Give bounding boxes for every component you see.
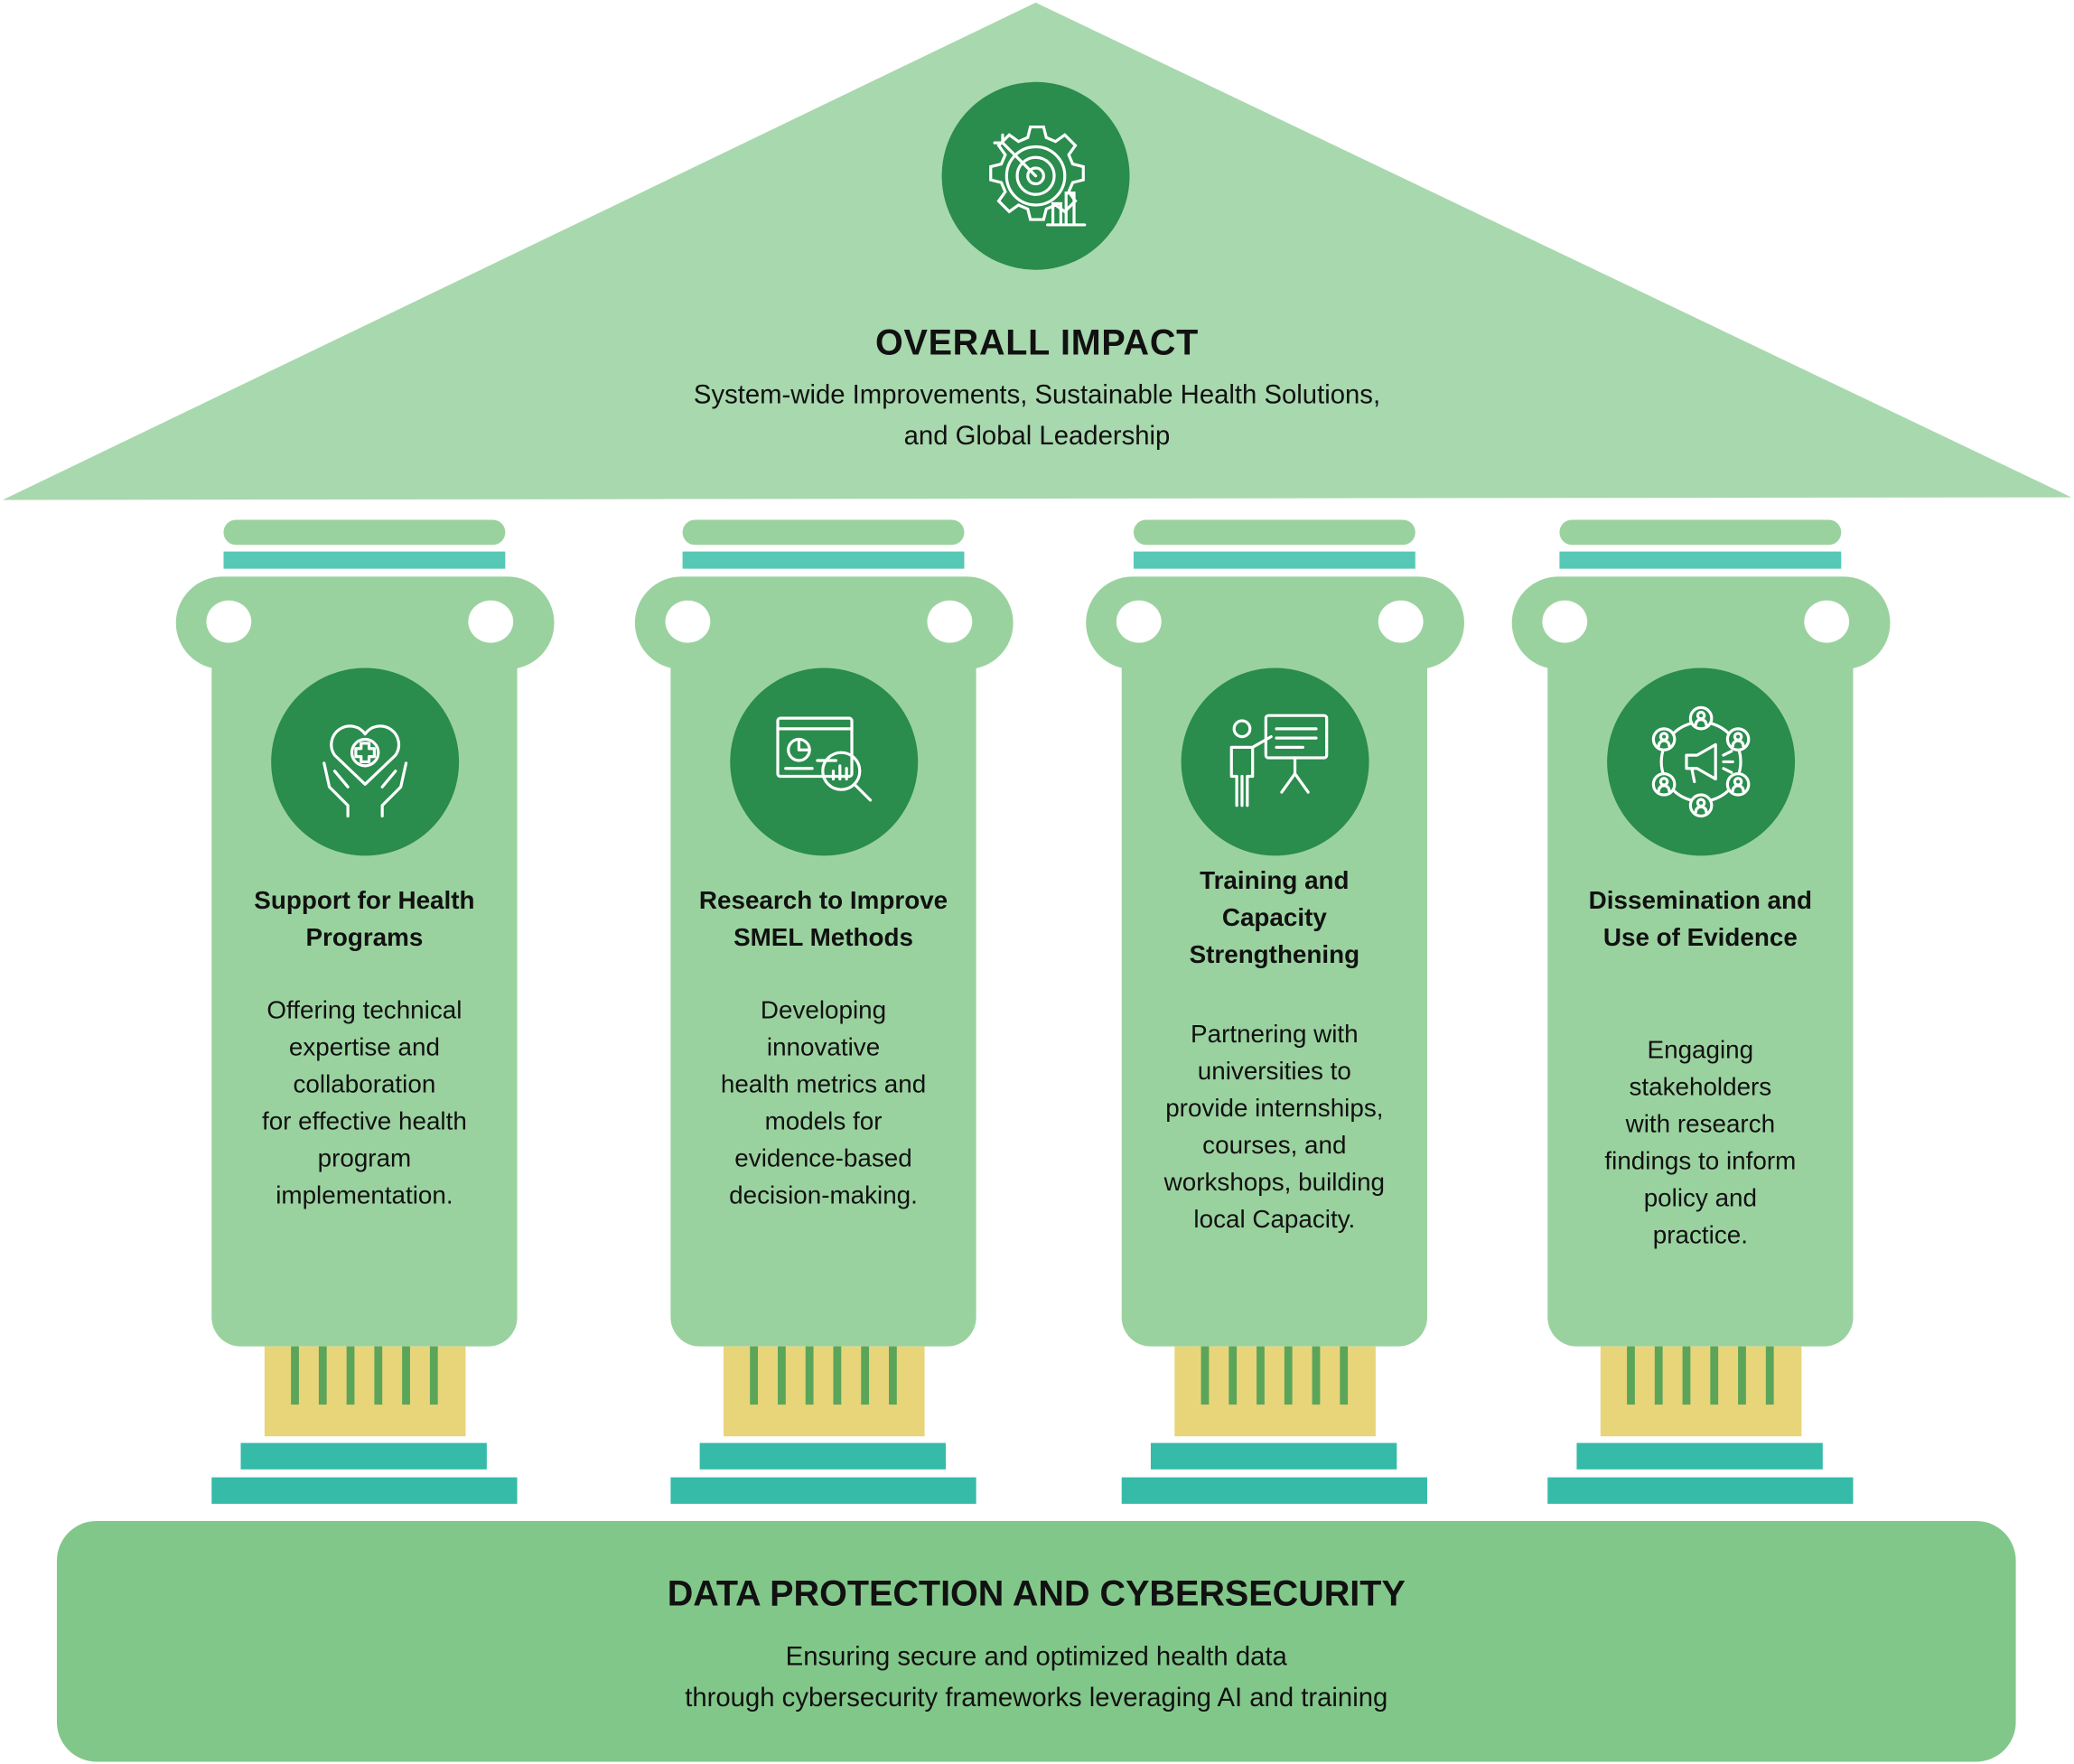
column-flute bbox=[1738, 1346, 1746, 1405]
pillar-cap bbox=[223, 519, 506, 546]
impact-subtitle-line: System-wide Improvements, Sustainable He… bbox=[693, 380, 1381, 410]
pillar-title-line: Programs bbox=[305, 924, 424, 953]
volute-left bbox=[1116, 600, 1162, 643]
impact-subtitle: System-wide Improvements, Sustainable He… bbox=[0, 376, 2074, 458]
pillar-title-line: Strengthening bbox=[1189, 941, 1360, 970]
column-flute bbox=[1229, 1346, 1238, 1405]
column-flute bbox=[374, 1346, 383, 1405]
pillar-band bbox=[1559, 551, 1842, 569]
foundation-subtitle: Ensuring secure and optimized health dat… bbox=[57, 1638, 2016, 1720]
pillar-description: Partnering with universities to provide … bbox=[1163, 1021, 1386, 1235]
pillar-base bbox=[1600, 1346, 1802, 1437]
hands-heart-cross-icon bbox=[271, 667, 460, 856]
pillar-band bbox=[682, 551, 965, 569]
column-flute bbox=[750, 1346, 759, 1405]
pillar-band bbox=[223, 551, 506, 569]
volute-left bbox=[1542, 600, 1588, 643]
pillar-title-line: Dissemination and bbox=[1588, 887, 1813, 916]
pillar-step bbox=[699, 1442, 946, 1470]
foundation: DATA PROTECTION AND CYBERSECURITY Ensuri… bbox=[56, 1520, 2016, 1762]
column-flute bbox=[1682, 1346, 1691, 1405]
column-flute bbox=[402, 1346, 410, 1405]
foundation-subtitle-line: Ensuring secure and optimized health dat… bbox=[785, 1642, 1287, 1672]
column-flute bbox=[1710, 1346, 1719, 1405]
pillar-cap bbox=[1133, 519, 1415, 546]
column-flute bbox=[1312, 1346, 1321, 1405]
pillar-title-line: Training and bbox=[1200, 867, 1350, 896]
column-flute bbox=[429, 1346, 438, 1405]
pillar-title-line: Capacity bbox=[1221, 904, 1327, 933]
column-flute bbox=[318, 1346, 327, 1405]
pillar-description: Offering technical expertise and collabo… bbox=[261, 997, 467, 1210]
column-flute bbox=[805, 1346, 814, 1405]
volute-right bbox=[927, 600, 973, 643]
volute-right bbox=[1804, 600, 1850, 643]
column-flute bbox=[1200, 1346, 1210, 1405]
pillar-cap bbox=[1559, 519, 1842, 546]
column-flute bbox=[861, 1346, 870, 1405]
column-flute bbox=[1654, 1346, 1663, 1405]
pillar-base bbox=[723, 1346, 925, 1437]
presenter-board-icon bbox=[1181, 667, 1369, 856]
pillar-step bbox=[1121, 1477, 1427, 1504]
column-flute bbox=[889, 1346, 897, 1405]
impact-title: OVERALL IMPACT bbox=[874, 322, 1200, 363]
pillar-cap bbox=[682, 519, 965, 546]
pillar-step bbox=[240, 1442, 487, 1470]
impact-subtitle-line: and Global Leadership bbox=[903, 422, 1171, 452]
column-flute bbox=[1284, 1346, 1293, 1405]
foundation-title: DATA PROTECTION AND CYBERSECURITY bbox=[667, 1573, 1406, 1614]
volute-right bbox=[1378, 600, 1424, 643]
megaphone-network-icon bbox=[1607, 667, 1796, 856]
pillar-step bbox=[1150, 1442, 1397, 1470]
pillar-base bbox=[264, 1346, 466, 1437]
pillar-step bbox=[211, 1477, 518, 1504]
column-flute bbox=[1765, 1346, 1774, 1405]
volute-left bbox=[206, 600, 252, 643]
pillar-description: Developing innovative health metrics and… bbox=[720, 997, 927, 1210]
column-flute bbox=[833, 1346, 842, 1405]
pillar-description: Engaging stakeholders with research find… bbox=[1604, 1037, 1797, 1250]
foundation-subtitle-line: through cybersecurity frameworks leverag… bbox=[685, 1684, 1388, 1713]
pillar-band bbox=[1133, 551, 1415, 569]
column-flute bbox=[291, 1346, 299, 1405]
dashboard-magnifier-icon bbox=[730, 667, 919, 856]
column-flute bbox=[1257, 1346, 1265, 1405]
column-flute bbox=[346, 1346, 355, 1405]
volute-right bbox=[468, 600, 514, 643]
pillar-base bbox=[1174, 1346, 1376, 1437]
volute-left bbox=[665, 600, 711, 643]
column-flute bbox=[1340, 1346, 1349, 1405]
pillar-step bbox=[1547, 1477, 1854, 1504]
target-gear-chart-icon bbox=[941, 81, 1130, 270]
pillar-step bbox=[670, 1477, 976, 1504]
column-flute bbox=[1627, 1346, 1635, 1405]
pillar-step bbox=[1576, 1442, 1823, 1470]
pillar-title-line: Use of Evidence bbox=[1602, 924, 1798, 953]
pillar-title-line: SMEL Methods bbox=[733, 924, 913, 953]
pillar-title-line: Research to Improve bbox=[698, 887, 948, 916]
column-flute bbox=[778, 1346, 786, 1405]
pillar-title-line: Support for Health bbox=[254, 887, 475, 916]
